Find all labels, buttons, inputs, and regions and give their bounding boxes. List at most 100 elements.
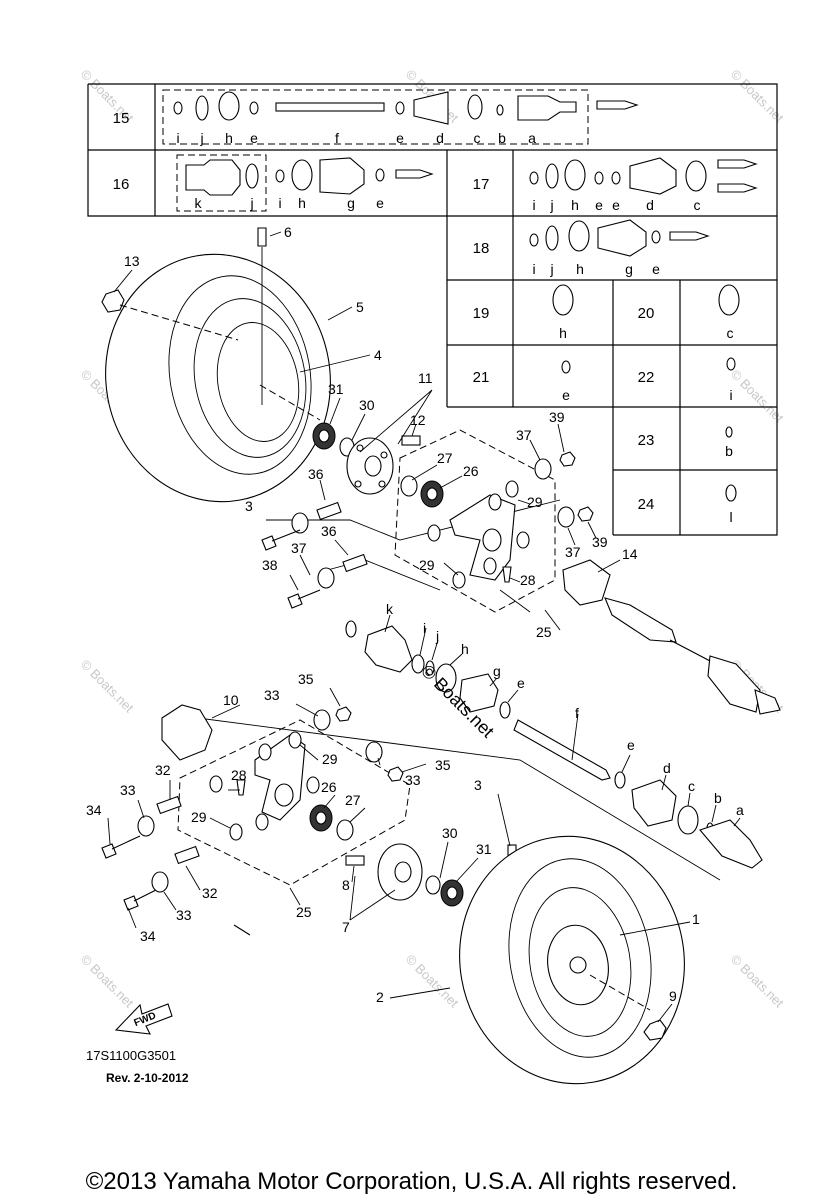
exploded-shaft xyxy=(345,620,763,869)
kit-letter: j xyxy=(249,195,253,211)
callout-31: 31 xyxy=(328,381,344,397)
lower-hub-stud xyxy=(345,855,365,866)
lower-wheel-rim xyxy=(528,887,632,1037)
kit-19-clamp xyxy=(552,284,574,316)
kit-letter: c xyxy=(474,130,481,146)
callout-shaft-i: i xyxy=(423,620,426,636)
kit-number: 19 xyxy=(473,305,490,322)
callout-29: 29 xyxy=(191,809,207,825)
callout-25: 25 xyxy=(296,904,312,920)
lower-tire-sidewall xyxy=(508,858,652,1058)
callout-35: 35 xyxy=(435,757,451,773)
callout-11: 11 xyxy=(418,370,433,386)
kit-15-parts xyxy=(173,91,639,125)
kit-number: 17 xyxy=(473,176,490,193)
front-drive-shaft xyxy=(562,559,781,715)
upper-wheel-rim xyxy=(193,298,307,458)
callout-30: 30 xyxy=(442,825,458,841)
callout-10: 10 xyxy=(223,692,239,708)
kit-letter: b xyxy=(498,130,506,146)
callout-12: 12 xyxy=(410,412,426,428)
circlip xyxy=(400,475,418,497)
lower-knuckle-assembly xyxy=(101,704,721,936)
callout-28: 28 xyxy=(520,572,536,588)
callout-27: 27 xyxy=(345,792,361,808)
kit-letter: g xyxy=(347,195,355,211)
kit-23-circlip xyxy=(725,426,733,438)
callout-35: 35 xyxy=(298,671,314,687)
kit-letter: d xyxy=(646,197,654,213)
revision-date: Rev. 2-10-2012 xyxy=(106,1071,189,1085)
kit-letter: i xyxy=(176,130,179,146)
callout-30: 30 xyxy=(359,397,375,413)
callout-34: 34 xyxy=(140,928,156,944)
lug-dash-line xyxy=(119,304,239,341)
callout-shaft-b: b xyxy=(714,790,722,806)
kit-letter: a xyxy=(528,130,536,146)
kit-number: 23 xyxy=(638,432,655,449)
callout-32: 32 xyxy=(202,885,218,901)
callout-shaft-d: d xyxy=(663,760,671,776)
kit-dash-box xyxy=(176,154,267,212)
lower-wheel-assembly xyxy=(345,835,685,1085)
joint-a xyxy=(699,819,763,869)
callout-shaft-k: k xyxy=(386,601,394,617)
diagram-code: 17S1100G3501 xyxy=(86,1048,176,1063)
hub-dash-line xyxy=(259,384,321,421)
callout-3: 3 xyxy=(245,498,253,514)
kit-letter: e xyxy=(612,197,620,213)
upper-valve xyxy=(257,227,267,247)
watermark: © Boats.net xyxy=(78,657,137,716)
callout-33: 33 xyxy=(264,687,280,703)
callout-25: 25 xyxy=(536,624,552,640)
callout-2: 2 xyxy=(376,989,384,1005)
kit-number: 16 xyxy=(113,176,130,193)
kit-letter: l xyxy=(729,509,732,525)
boot-g xyxy=(459,673,499,713)
callout-shaft-e: e xyxy=(627,737,635,753)
kit-letter: b xyxy=(725,443,733,459)
kit-letter: c xyxy=(694,197,701,213)
callout-7: 7 xyxy=(342,919,350,935)
kit-letter: h xyxy=(559,325,567,341)
kit-letter: e xyxy=(595,197,603,213)
kit-number: 15 xyxy=(113,110,130,127)
callout-13: 13 xyxy=(124,253,140,269)
callout-shaft-a: a xyxy=(736,802,744,818)
callout-32: 32 xyxy=(155,762,171,778)
kit-22-clamp xyxy=(726,357,736,371)
kit-letter: j xyxy=(549,261,553,277)
callout-8: 8 xyxy=(342,877,350,893)
copyright-notice: ©2013 Yamaha Motor Corporation, U.S.A. A… xyxy=(85,1168,738,1195)
kit-letter: h xyxy=(225,130,233,146)
protector xyxy=(562,559,611,606)
callout-3: 3 xyxy=(474,777,482,793)
oring xyxy=(345,620,357,638)
callout-39: 39 xyxy=(549,409,565,425)
callout-shaft-j: j xyxy=(435,628,439,644)
kit-number: 18 xyxy=(473,240,490,257)
callout-shaft-g: g xyxy=(493,663,501,679)
callout-36: 36 xyxy=(321,523,337,539)
upper-knuckle-dash-box xyxy=(394,429,556,613)
upper-wheel-assembly xyxy=(101,227,421,503)
callout-36: 36 xyxy=(308,466,324,482)
callout-shaft-c: c xyxy=(688,778,695,794)
joint-housing-k xyxy=(364,625,413,673)
kit-16-parts xyxy=(185,157,434,196)
watermark: © Boats.net xyxy=(728,67,787,126)
watermark: © Boats.net xyxy=(78,952,137,1011)
shaft-joint-inner xyxy=(604,597,677,643)
callout-shaft-f: f xyxy=(575,705,579,721)
callout-38: 38 xyxy=(262,557,278,573)
kit-number: 20 xyxy=(638,305,655,322)
callout-33: 33 xyxy=(405,772,421,788)
lower-link-line xyxy=(174,714,721,881)
kit-letter: e xyxy=(250,130,258,146)
kit-letter: h xyxy=(298,195,306,211)
shaft-f xyxy=(513,719,611,781)
kit-letter: i xyxy=(532,261,535,277)
boot-d xyxy=(631,779,677,827)
upper-wheel-disc xyxy=(216,322,300,442)
callout-26: 26 xyxy=(463,463,479,479)
